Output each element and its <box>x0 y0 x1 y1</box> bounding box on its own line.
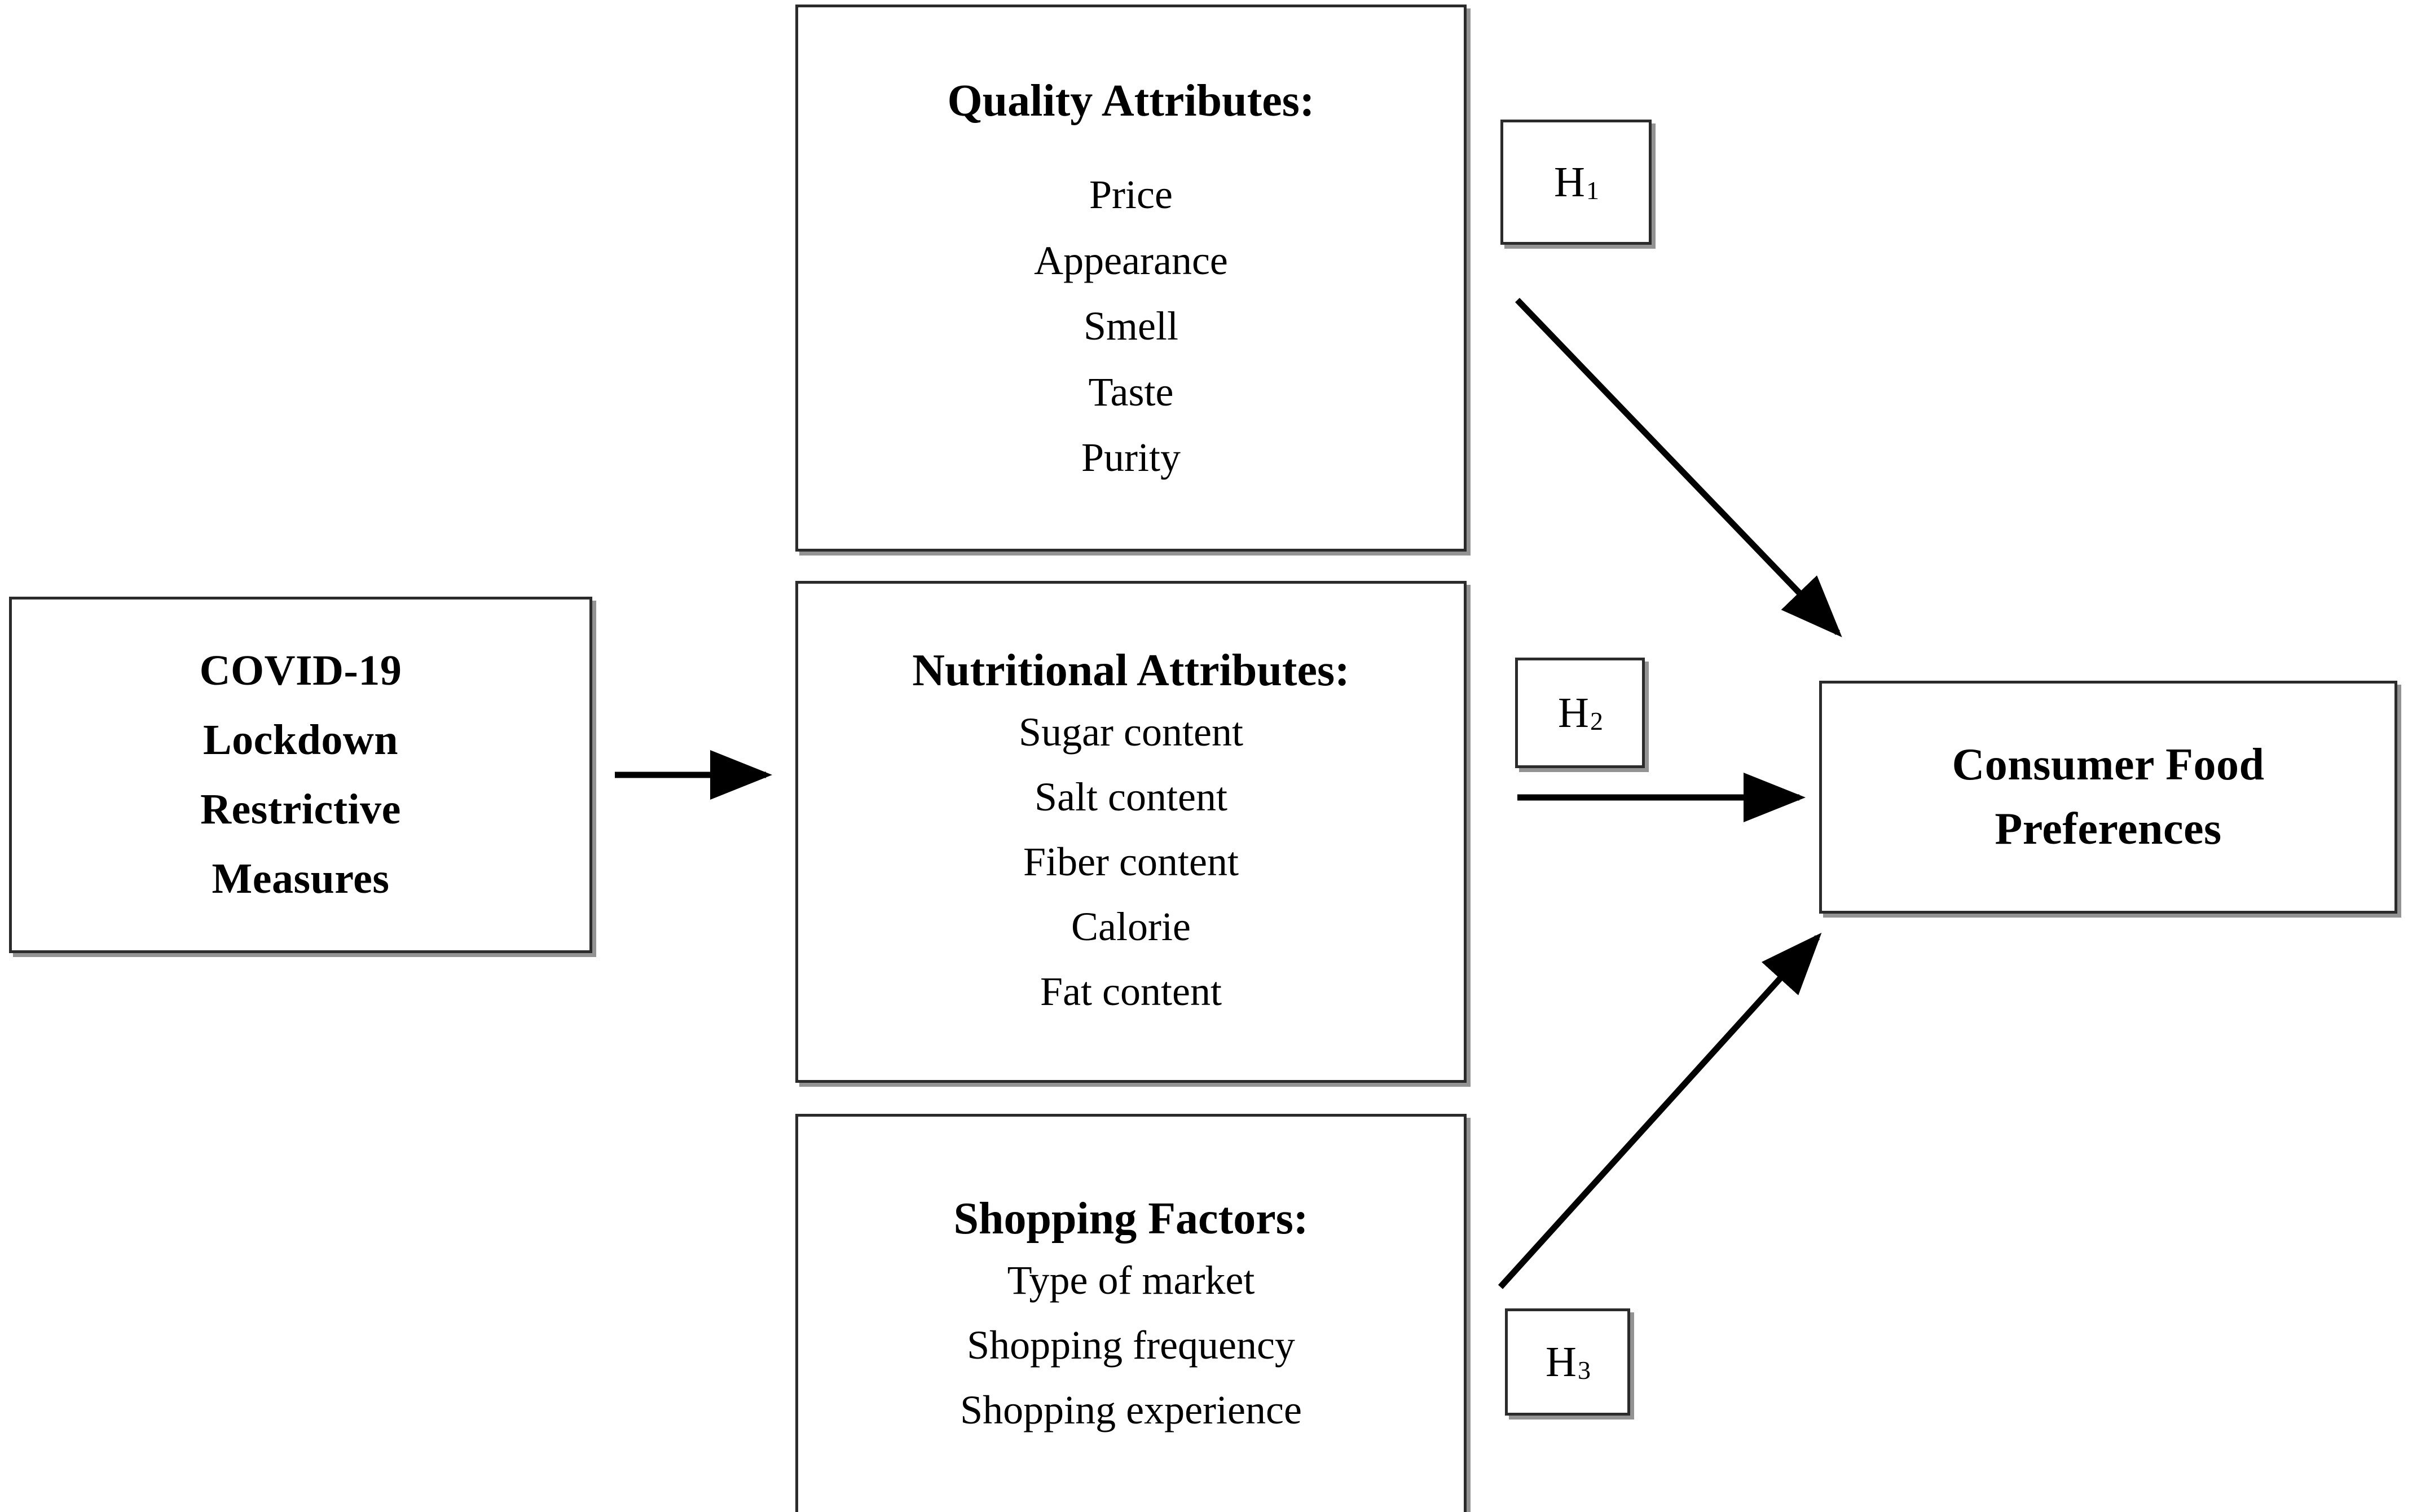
list-item: Purity <box>1081 435 1181 481</box>
list-item: Appearance <box>1034 237 1228 283</box>
mediator-box-shopping-factors[interactable]: Shopping Factors: Type of market Shoppin… <box>795 1114 1467 1512</box>
arrow-quality-to-outcome <box>1515 298 1842 637</box>
hypothesis-label: H <box>1558 689 1589 737</box>
source-box-covid-lockdown[interactable]: COVID-19 Lockdown Restrictive Measures <box>9 597 592 953</box>
hypothesis-subscript: 2 <box>1590 706 1603 735</box>
source-line: Lockdown <box>203 716 399 764</box>
source-box-lines: COVID-19 Lockdown Restrictive Measures <box>200 636 402 914</box>
hypothesis-subscript: 1 <box>1586 175 1599 205</box>
mediator-box-nutritional-attributes[interactable]: Nutritional Attributes: Sugar content Sa… <box>795 581 1467 1083</box>
hypothesis-label: H <box>1546 1338 1577 1386</box>
nutritional-attributes-title: Nutritional Attributes: <box>912 645 1350 695</box>
outcome-line: Preferences <box>1995 804 2222 854</box>
list-item: Salt content <box>1035 774 1227 819</box>
arrow-shopping-to-outcome <box>1498 932 1822 1289</box>
list-item: Fat content <box>1040 969 1222 1015</box>
nutritional-attributes-list: Sugar content Salt content Fiber content… <box>1019 700 1243 1025</box>
source-line: Measures <box>212 855 390 903</box>
quality-attributes-list: Price Appearance Smell Taste Purity <box>1034 162 1228 491</box>
list-item: Price <box>1089 171 1173 217</box>
list-item: Smell <box>1083 303 1178 349</box>
source-line: Restrictive <box>200 786 401 833</box>
list-item: Fiber content <box>1023 839 1239 884</box>
list-item: Shopping frequency <box>967 1322 1295 1368</box>
quality-attributes-title: Quality Attributes: <box>947 76 1315 126</box>
list-item: Type of market <box>1007 1257 1255 1303</box>
hypothesis-label: H <box>1554 158 1585 206</box>
shopping-factors-list: Type of market Shopping frequency Shoppi… <box>960 1248 1302 1443</box>
list-item: Calorie <box>1071 904 1191 950</box>
shopping-factors-title: Shopping Factors: <box>953 1193 1309 1244</box>
mediator-box-quality-attributes[interactable]: Quality Attributes: Price Appearance Sme… <box>795 5 1467 552</box>
outcome-box-consumer-food-preferences[interactable]: Consumer Food Preferences <box>1819 681 2397 914</box>
outcome-box-lines: Consumer Food Preferences <box>1952 733 2265 861</box>
hypothesis-subscript: 3 <box>1577 1355 1591 1385</box>
outcome-line: Consumer Food <box>1952 739 2265 790</box>
list-item: Sugar content <box>1019 709 1243 755</box>
list-item: Taste <box>1088 369 1174 415</box>
source-line: COVID-19 <box>199 646 402 694</box>
list-item: Shopping experience <box>960 1387 1302 1433</box>
